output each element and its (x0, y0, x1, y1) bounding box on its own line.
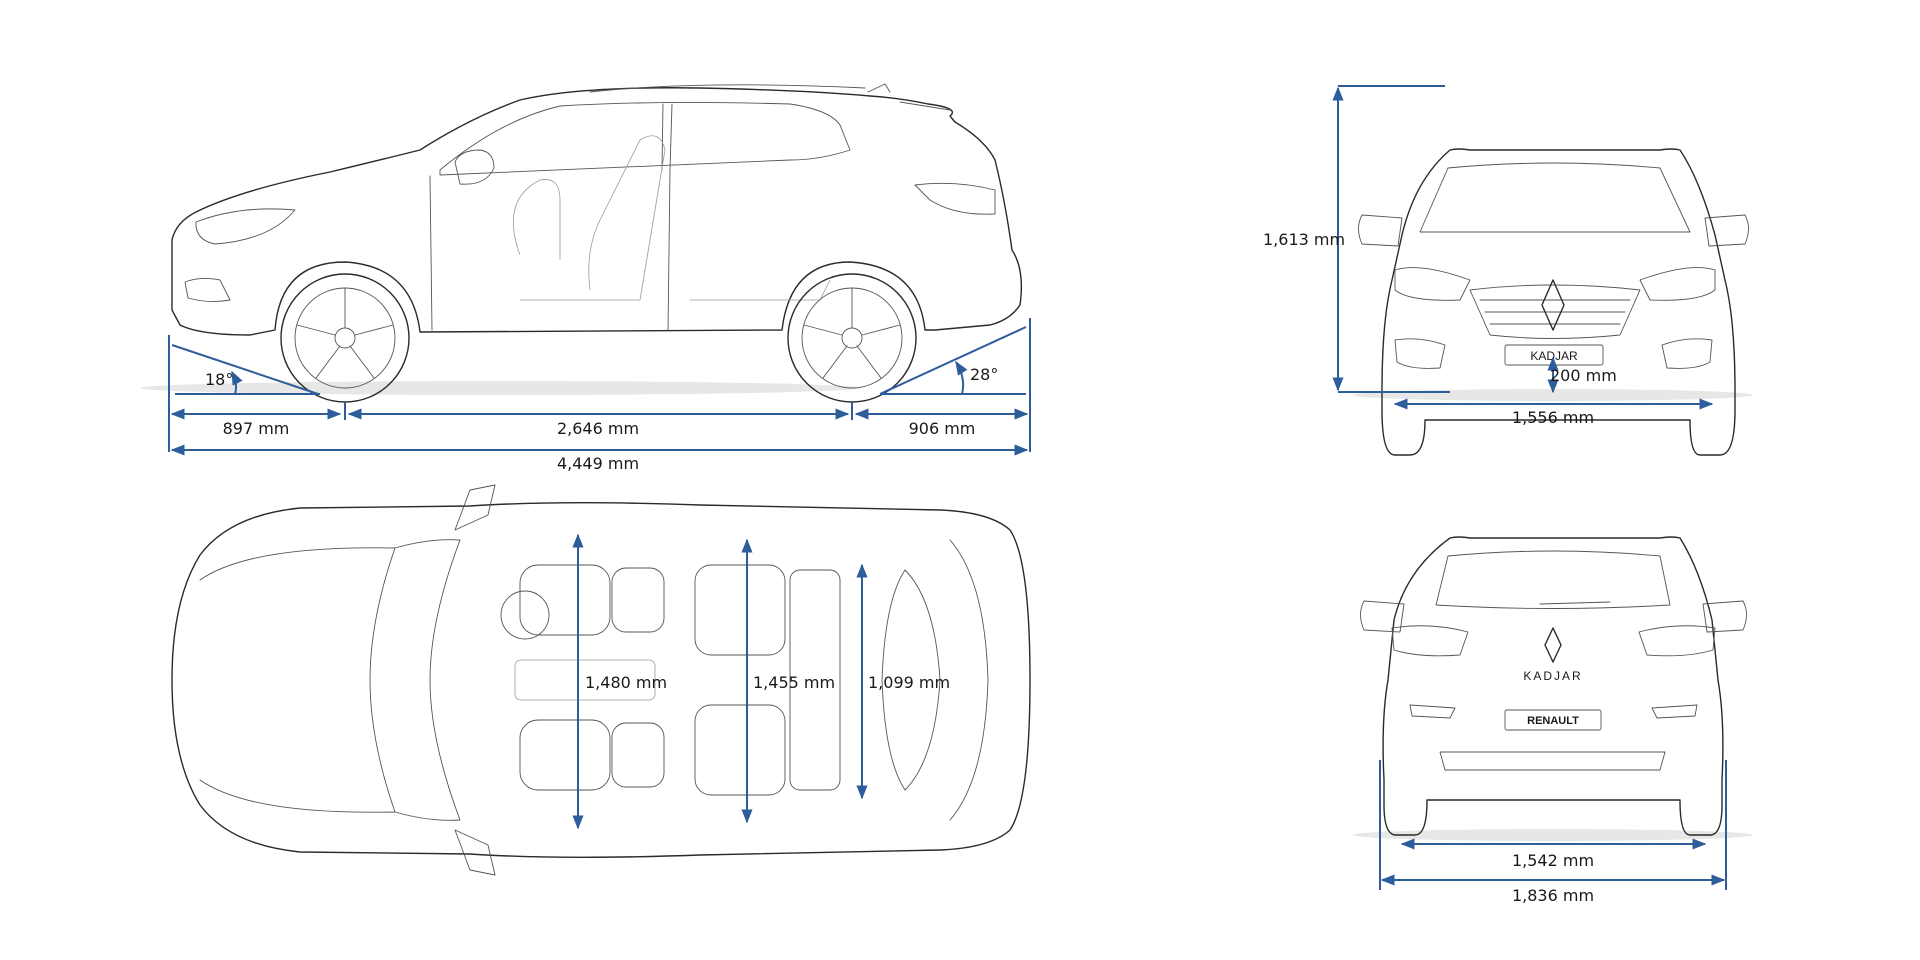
rear-right-taillight (1638, 625, 1716, 657)
side-interior-seats (513, 135, 831, 301)
front-body-outline (1381, 148, 1736, 456)
top-left-mirror (454, 484, 496, 531)
rear-ground-shadow (1353, 829, 1753, 841)
top-rear-window (881, 569, 941, 791)
rear-window (1435, 550, 1671, 609)
top-view: 1,480 mm 1,455 mm 1,099 mm (171, 484, 1031, 876)
rear-left-mirror (1360, 600, 1405, 633)
side-ground-shadow (140, 381, 860, 395)
side-roof-rail (589, 83, 951, 111)
departure-angle-line (879, 326, 1027, 395)
rear-body-outline (1382, 536, 1724, 836)
rear-track-label: 1,542 mm (1512, 851, 1594, 870)
side-foglight (184, 277, 231, 303)
front-grille (1469, 284, 1641, 339)
top-tailgate (949, 539, 989, 821)
side-view: 18° 28° 897 mm 2,646 mm 906 mm 4,449 mm (140, 83, 1031, 473)
top-rear-seats (694, 564, 841, 796)
rear-shoulder-width-label: 1,455 mm (753, 673, 835, 692)
front-overhang-label: 897 mm (223, 419, 290, 438)
top-front-seats (500, 564, 665, 791)
front-right-headlight (1639, 267, 1716, 301)
front-fog-lights (1394, 338, 1713, 369)
front-logo-icon (1541, 279, 1565, 331)
front-track-label: 1,556 mm (1512, 408, 1594, 427)
top-right-mirror (454, 829, 496, 876)
rear-right-mirror (1702, 600, 1747, 633)
front-windshield (1419, 162, 1691, 233)
top-hood (199, 547, 396, 813)
rear-plate (1504, 709, 1602, 731)
side-extension-lines (168, 318, 1031, 452)
front-view: KADJAR 1,613 mm 200 mm 1,556 mm (1263, 85, 1753, 456)
wheelbase-label: 2,646 mm (557, 419, 639, 438)
top-body-outline (171, 502, 1031, 858)
side-window-line (439, 101, 851, 176)
side-taillight (914, 182, 996, 215)
overall-width-label: 1,836 mm (1512, 886, 1594, 905)
approach-angle-arc (231, 370, 243, 395)
approach-angle-line (171, 344, 319, 395)
side-door-frame (429, 103, 673, 331)
rear-view: KADJAR RENAULT 1,542 mm 1,836 mm (1353, 536, 1753, 905)
top-center-console (514, 659, 656, 701)
side-body-outline (171, 87, 1023, 336)
front-ground-shadow (1353, 389, 1753, 401)
approach-angle-label: 18° (205, 370, 233, 389)
height-label: 1,613 mm (1263, 230, 1345, 249)
top-windshield (394, 539, 461, 821)
front-left-mirror (1358, 214, 1403, 247)
rear-plate-text: RENAULT (1527, 715, 1579, 727)
side-mirror (454, 149, 495, 185)
rear-badge-text: KADJAR (1523, 669, 1582, 683)
rear-logo-icon (1544, 627, 1562, 663)
departure-angle-arc (955, 360, 968, 395)
rear-overhang-label: 906 mm (909, 419, 976, 438)
side-rear-wheel (787, 273, 917, 403)
overall-length-label: 4,449 mm (557, 454, 639, 473)
rear-left-taillight (1391, 625, 1469, 657)
front-badge-text: KADJAR (1530, 349, 1578, 363)
rear-bumper-reflectors (1409, 704, 1698, 771)
front-left-headlight (1394, 267, 1471, 301)
front-shoulder-width-label: 1,480 mm (585, 673, 667, 692)
side-headlight (195, 208, 296, 245)
departure-angle-label: 28° (970, 365, 998, 384)
rear-wiper (1539, 601, 1611, 605)
ground-clearance-label: 200 mm (1550, 366, 1617, 385)
front-right-mirror (1704, 214, 1749, 247)
boot-width-label: 1,099 mm (868, 673, 950, 692)
width-extension-lines (1379, 760, 1727, 890)
